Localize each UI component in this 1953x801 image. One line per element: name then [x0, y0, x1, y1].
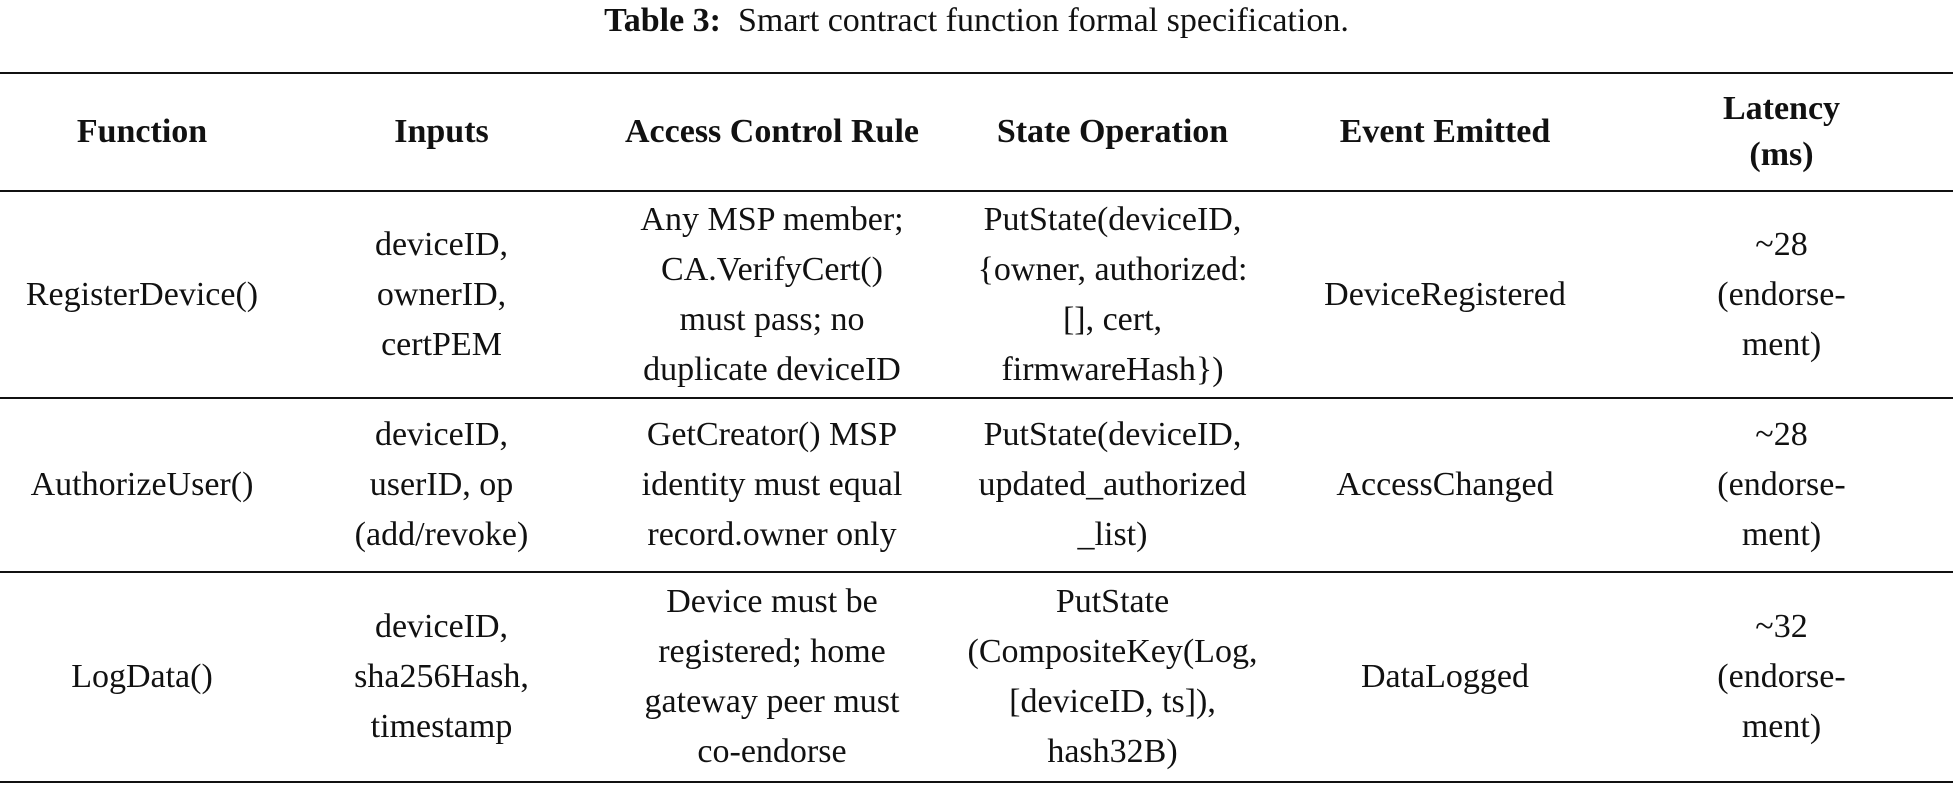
cell-line: must pass; no: [679, 300, 865, 338]
cell-line: AccessChanged: [1336, 466, 1554, 503]
cell-line: firmwareHash}): [1001, 350, 1224, 388]
cell-state-operation: PutState(deviceID, {owner, authorized: […: [945, 191, 1280, 399]
cell-line: ~32: [1755, 608, 1808, 645]
cell-line: ment): [1741, 708, 1822, 745]
cell-line: deviceID,: [374, 608, 509, 645]
cell-line: identity must equal: [641, 466, 903, 503]
cell-inputs: deviceID, userID, op (add/revoke): [284, 398, 599, 573]
header-line: (ms): [1749, 136, 1814, 173]
cell-line: duplicate deviceID: [643, 350, 901, 388]
header-line: Latency: [1722, 90, 1841, 127]
cell-latency: ~28 (endorse- ment): [1610, 398, 1953, 573]
cell-line: ment): [1741, 325, 1822, 363]
table-header: Function Inputs Access Control Rule Stat…: [0, 72, 1953, 192]
cell-line: (endorse-: [1717, 466, 1846, 503]
cell-function: AuthorizeUser(): [0, 398, 284, 573]
cell-line: _list): [1077, 516, 1148, 553]
cell-line: gateway peer must: [644, 683, 900, 720]
cell-inputs: deviceID, ownerID, certPEM: [284, 191, 599, 399]
cell-function: LogData(): [0, 572, 284, 783]
cell-state-operation: PutState(deviceID, updated_authorized _l…: [945, 398, 1280, 573]
cell-line: record.owner only: [647, 516, 897, 553]
cell-access-rule: GetCreator() MSP identity must equal rec…: [599, 398, 945, 573]
header-event-emitted: Event Emitted: [1280, 72, 1610, 192]
cell-line: {owner, authorized:: [977, 250, 1248, 288]
header-line: Event Emitted: [1339, 113, 1551, 150]
header-row: Function Inputs Access Control Rule Stat…: [0, 72, 1953, 192]
cell-line: CA.VerifyCert(): [661, 250, 883, 288]
table-caption: Table 3: Smart contract function formal …: [0, 0, 1953, 44]
cell-access-rule: Any MSP member; CA.VerifyCert() must pas…: [599, 191, 945, 399]
header-line: Inputs: [394, 113, 489, 150]
header-line: Function: [76, 113, 208, 150]
cell-line: (CompositeKey(Log,: [967, 633, 1258, 670]
cell-line: PutState: [1055, 583, 1170, 620]
table-row: AuthorizeUser() deviceID, userID, op (ad…: [0, 398, 1953, 573]
cell-line: ment): [1741, 516, 1822, 553]
cell-inputs: deviceID, sha256Hash, timestamp: [284, 572, 599, 783]
header-state-operation: State Operation: [945, 72, 1280, 192]
header-inputs: Inputs: [284, 72, 599, 192]
cell-line: PutState(deviceID,: [983, 416, 1242, 453]
cell-line: deviceID,: [374, 416, 509, 453]
cell-line: (endorse-: [1717, 658, 1846, 695]
header-access-control-rule: Access Control Rule: [599, 72, 945, 192]
cell-line: GetCreator() MSP: [646, 416, 898, 453]
cell-line: ~28: [1755, 416, 1808, 453]
header-line: State Operation: [996, 113, 1229, 150]
cell-line: Device must be: [666, 583, 878, 620]
cell-line: DeviceRegistered: [1324, 275, 1566, 313]
cell-line: userID, op: [369, 466, 514, 503]
cell-line: registered; home: [658, 633, 886, 670]
cell-line: LogData(): [71, 658, 213, 695]
cell-latency: ~28 (endorse- ment): [1610, 191, 1953, 399]
table-row: LogData() deviceID, sha256Hash, timestam…: [0, 572, 1953, 783]
cell-line: timestamp: [370, 708, 513, 745]
caption-text: Smart contract function formal specifica…: [737, 2, 1349, 39]
cell-event: DeviceRegistered: [1280, 191, 1610, 399]
cell-event: DataLogged: [1280, 572, 1610, 783]
cell-line: hash32B): [1047, 733, 1178, 770]
cell-line: Any MSP member;: [640, 200, 904, 238]
cell-line: AuthorizeUser(): [30, 466, 254, 503]
cell-line: ownerID,: [376, 275, 507, 313]
caption-label: Table 3:: [604, 2, 721, 39]
cell-line: sha256Hash,: [354, 658, 529, 695]
cell-access-rule: Device must be registered; home gateway …: [599, 572, 945, 783]
header-line: Access Control Rule: [625, 113, 919, 150]
cell-line: (endorse-: [1717, 275, 1846, 313]
cell-line: deviceID,: [374, 225, 509, 263]
cell-line: PutState(deviceID,: [983, 200, 1242, 238]
cell-line: certPEM: [381, 325, 502, 363]
cell-state-operation: PutState (CompositeKey(Log, [deviceID, t…: [945, 572, 1280, 783]
cell-line: [], cert,: [1062, 300, 1163, 338]
cell-line: DataLogged: [1360, 658, 1530, 695]
cell-function: RegisterDevice(): [0, 191, 284, 399]
cell-line: (add/revoke): [354, 516, 529, 553]
cell-line: co-endorse: [697, 733, 847, 770]
cell-latency: ~32 (endorse- ment): [1610, 572, 1953, 783]
header-latency: Latency (ms): [1610, 72, 1953, 192]
spec-table: Function Inputs Access Control Rule Stat…: [0, 72, 1953, 783]
cell-event: AccessChanged: [1280, 398, 1610, 573]
table-row: RegisterDevice() deviceID, ownerID, cert…: [0, 191, 1953, 399]
header-function: Function: [0, 72, 284, 192]
table-body: RegisterDevice() deviceID, ownerID, cert…: [0, 191, 1953, 783]
cell-line: updated_authorized: [978, 466, 1247, 503]
cell-line: [deviceID, ts]),: [1009, 683, 1216, 720]
cell-line: RegisterDevice(): [25, 275, 259, 313]
cell-line: ~28: [1755, 225, 1808, 263]
